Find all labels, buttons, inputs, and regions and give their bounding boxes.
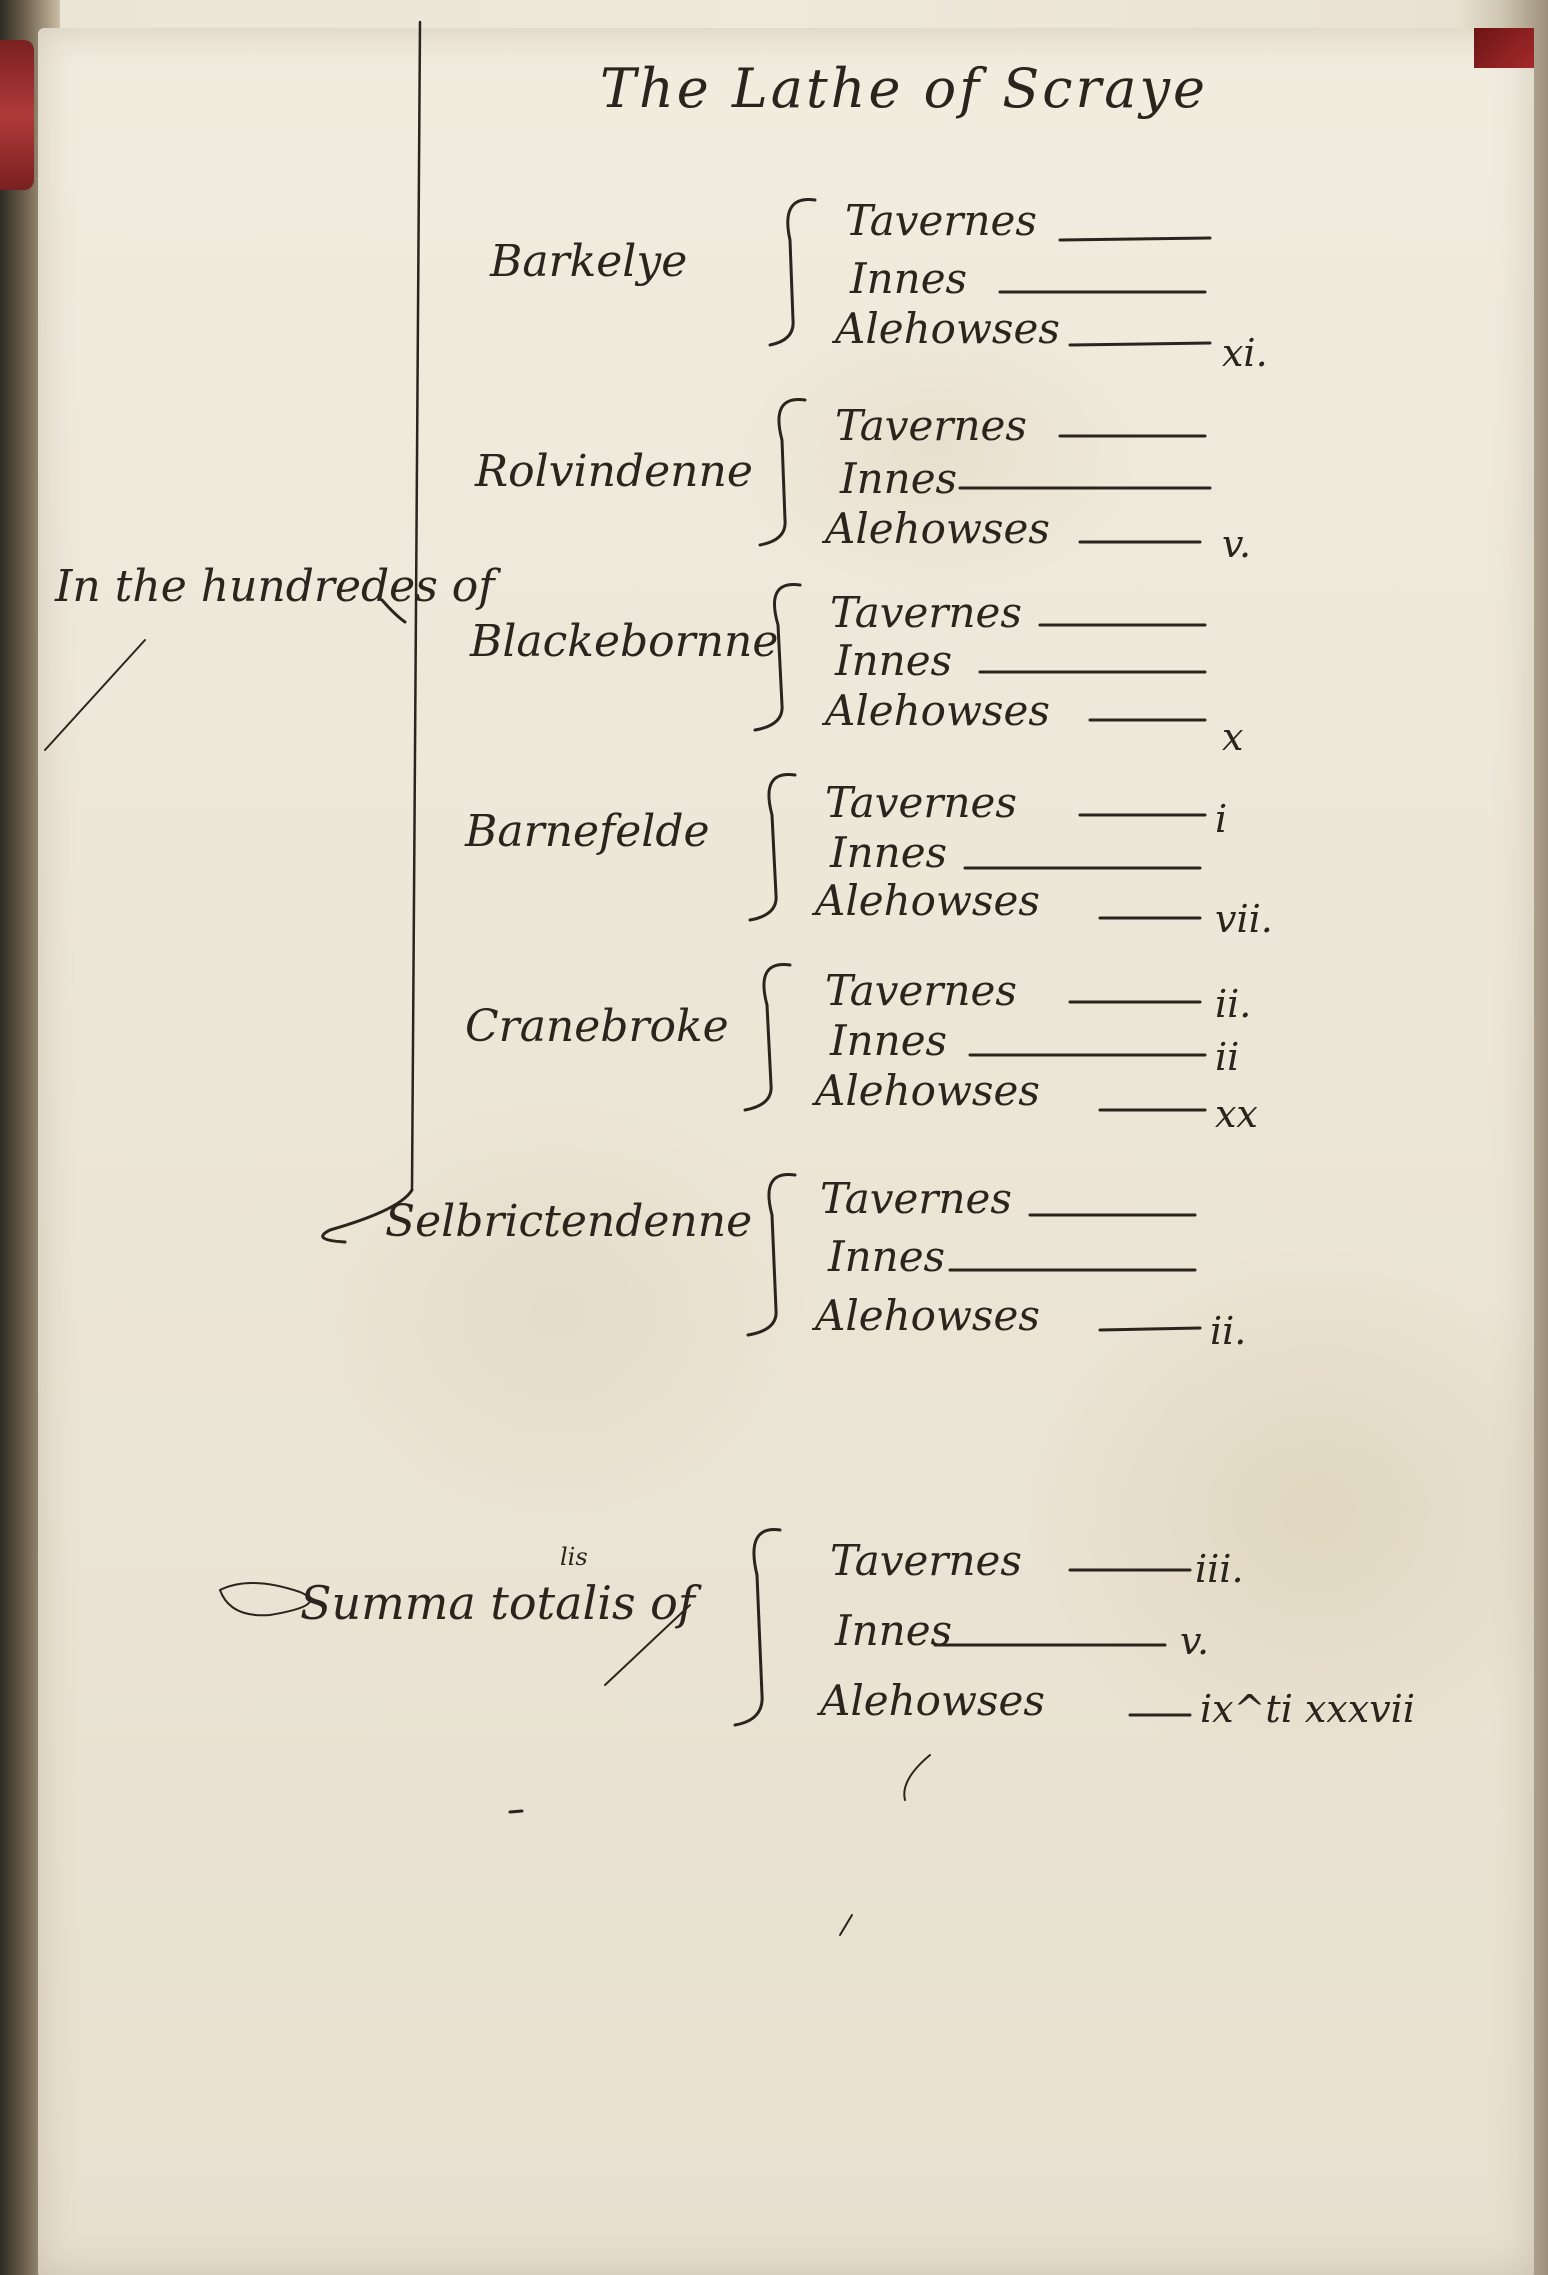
rule-selbrictendenne-3: [1098, 1326, 1202, 1332]
summary-item-tavernes: Tavernes: [830, 1536, 1022, 1585]
red-corner: [1474, 28, 1534, 68]
item-tavernes: Tavernes: [835, 401, 1027, 450]
item-alehowses: Alehowses: [825, 504, 1050, 553]
brace-rolvindenne: [758, 398, 807, 547]
rule-barkelye-1: [1058, 236, 1212, 242]
value-alehowses: vii.: [1215, 897, 1273, 941]
red-binding-edge: [0, 40, 34, 190]
hundred-slash: [44, 639, 146, 751]
summary-label: Summa totalis of: [300, 1576, 695, 1630]
value-alehowses: xx: [1215, 1092, 1258, 1136]
summa-flourish: [219, 1582, 311, 1617]
summary-item-alehowses: Alehowses: [820, 1676, 1045, 1725]
value-tavernes: ii.: [1215, 982, 1252, 1026]
item-innes: Innes: [830, 1016, 948, 1065]
value-innes: ii: [1215, 1035, 1240, 1079]
value-alehowses: x: [1222, 715, 1244, 759]
summa-slash: [604, 1604, 691, 1686]
brace-barnefelde: [748, 773, 797, 922]
hundred-name-cranebroke: Cranebroke: [465, 1001, 729, 1052]
item-innes: Innes: [830, 828, 948, 877]
brace-blackebornne: [753, 583, 802, 732]
brace-selbrictendenne: [746, 1173, 797, 1337]
item-innes: Innes: [835, 636, 953, 685]
summary-superscript: lis: [560, 1543, 588, 1571]
rule-barkelye-3: [1068, 341, 1212, 347]
item-tavernes: Tavernes: [825, 778, 1017, 827]
hundred-name-barnefelde: Barnefelde: [465, 806, 710, 857]
item-alehowses: Alehowses: [815, 876, 1040, 925]
hundred-name-blackebornne: Blackebornne: [470, 616, 779, 667]
summary-value-tavernes: iii.: [1195, 1547, 1244, 1591]
value-alehowses: ii.: [1210, 1309, 1247, 1353]
brace-cranebroke: [743, 963, 792, 1112]
value-alehowses: v.: [1222, 522, 1252, 566]
main-brace-curl: [321, 1188, 414, 1244]
summary-item-innes: Innes: [835, 1606, 953, 1655]
summary-value-alehowses: ix^ti xxxvii: [1200, 1687, 1415, 1731]
hundred-name-barkelye: Barkelye: [490, 236, 688, 287]
item-alehowses: Alehowses: [815, 1291, 1040, 1340]
stray-mark: [839, 1914, 853, 1936]
value-alehowses: xi.: [1222, 331, 1268, 375]
item-alehowses: Alehowses: [825, 686, 1050, 735]
hundred-name-selbrictendenne: Selbrictendenne: [385, 1196, 753, 1247]
item-tavernes: Tavernes: [820, 1174, 1012, 1223]
item-innes: Innes: [828, 1232, 946, 1281]
page-title: The Lathe of Scraye: [600, 57, 1208, 120]
hundred-brace-tip: [380, 598, 407, 624]
ruling-vertical-line: [410, 20, 422, 1192]
summa-tail: [903, 1754, 931, 1801]
item-innes: Innes: [840, 454, 958, 503]
item-tavernes: Tavernes: [830, 588, 1022, 637]
item-alehowses: Alehowses: [815, 1066, 1040, 1115]
value-tavernes: i: [1215, 797, 1228, 841]
hundred-name-rolvindenne: Rolvindenne: [475, 446, 753, 497]
item-tavernes: Tavernes: [845, 196, 1037, 245]
stray-mark: [508, 1809, 524, 1814]
summary-value-innes: v.: [1180, 1619, 1210, 1663]
item-tavernes: Tavernes: [825, 966, 1017, 1015]
hundred-label: In the hundredes of: [55, 561, 495, 612]
brace-barkelye: [768, 198, 817, 347]
item-alehowses: Alehowses: [835, 304, 1060, 353]
item-innes: Innes: [850, 254, 968, 303]
brace-summa: [733, 1528, 782, 1727]
